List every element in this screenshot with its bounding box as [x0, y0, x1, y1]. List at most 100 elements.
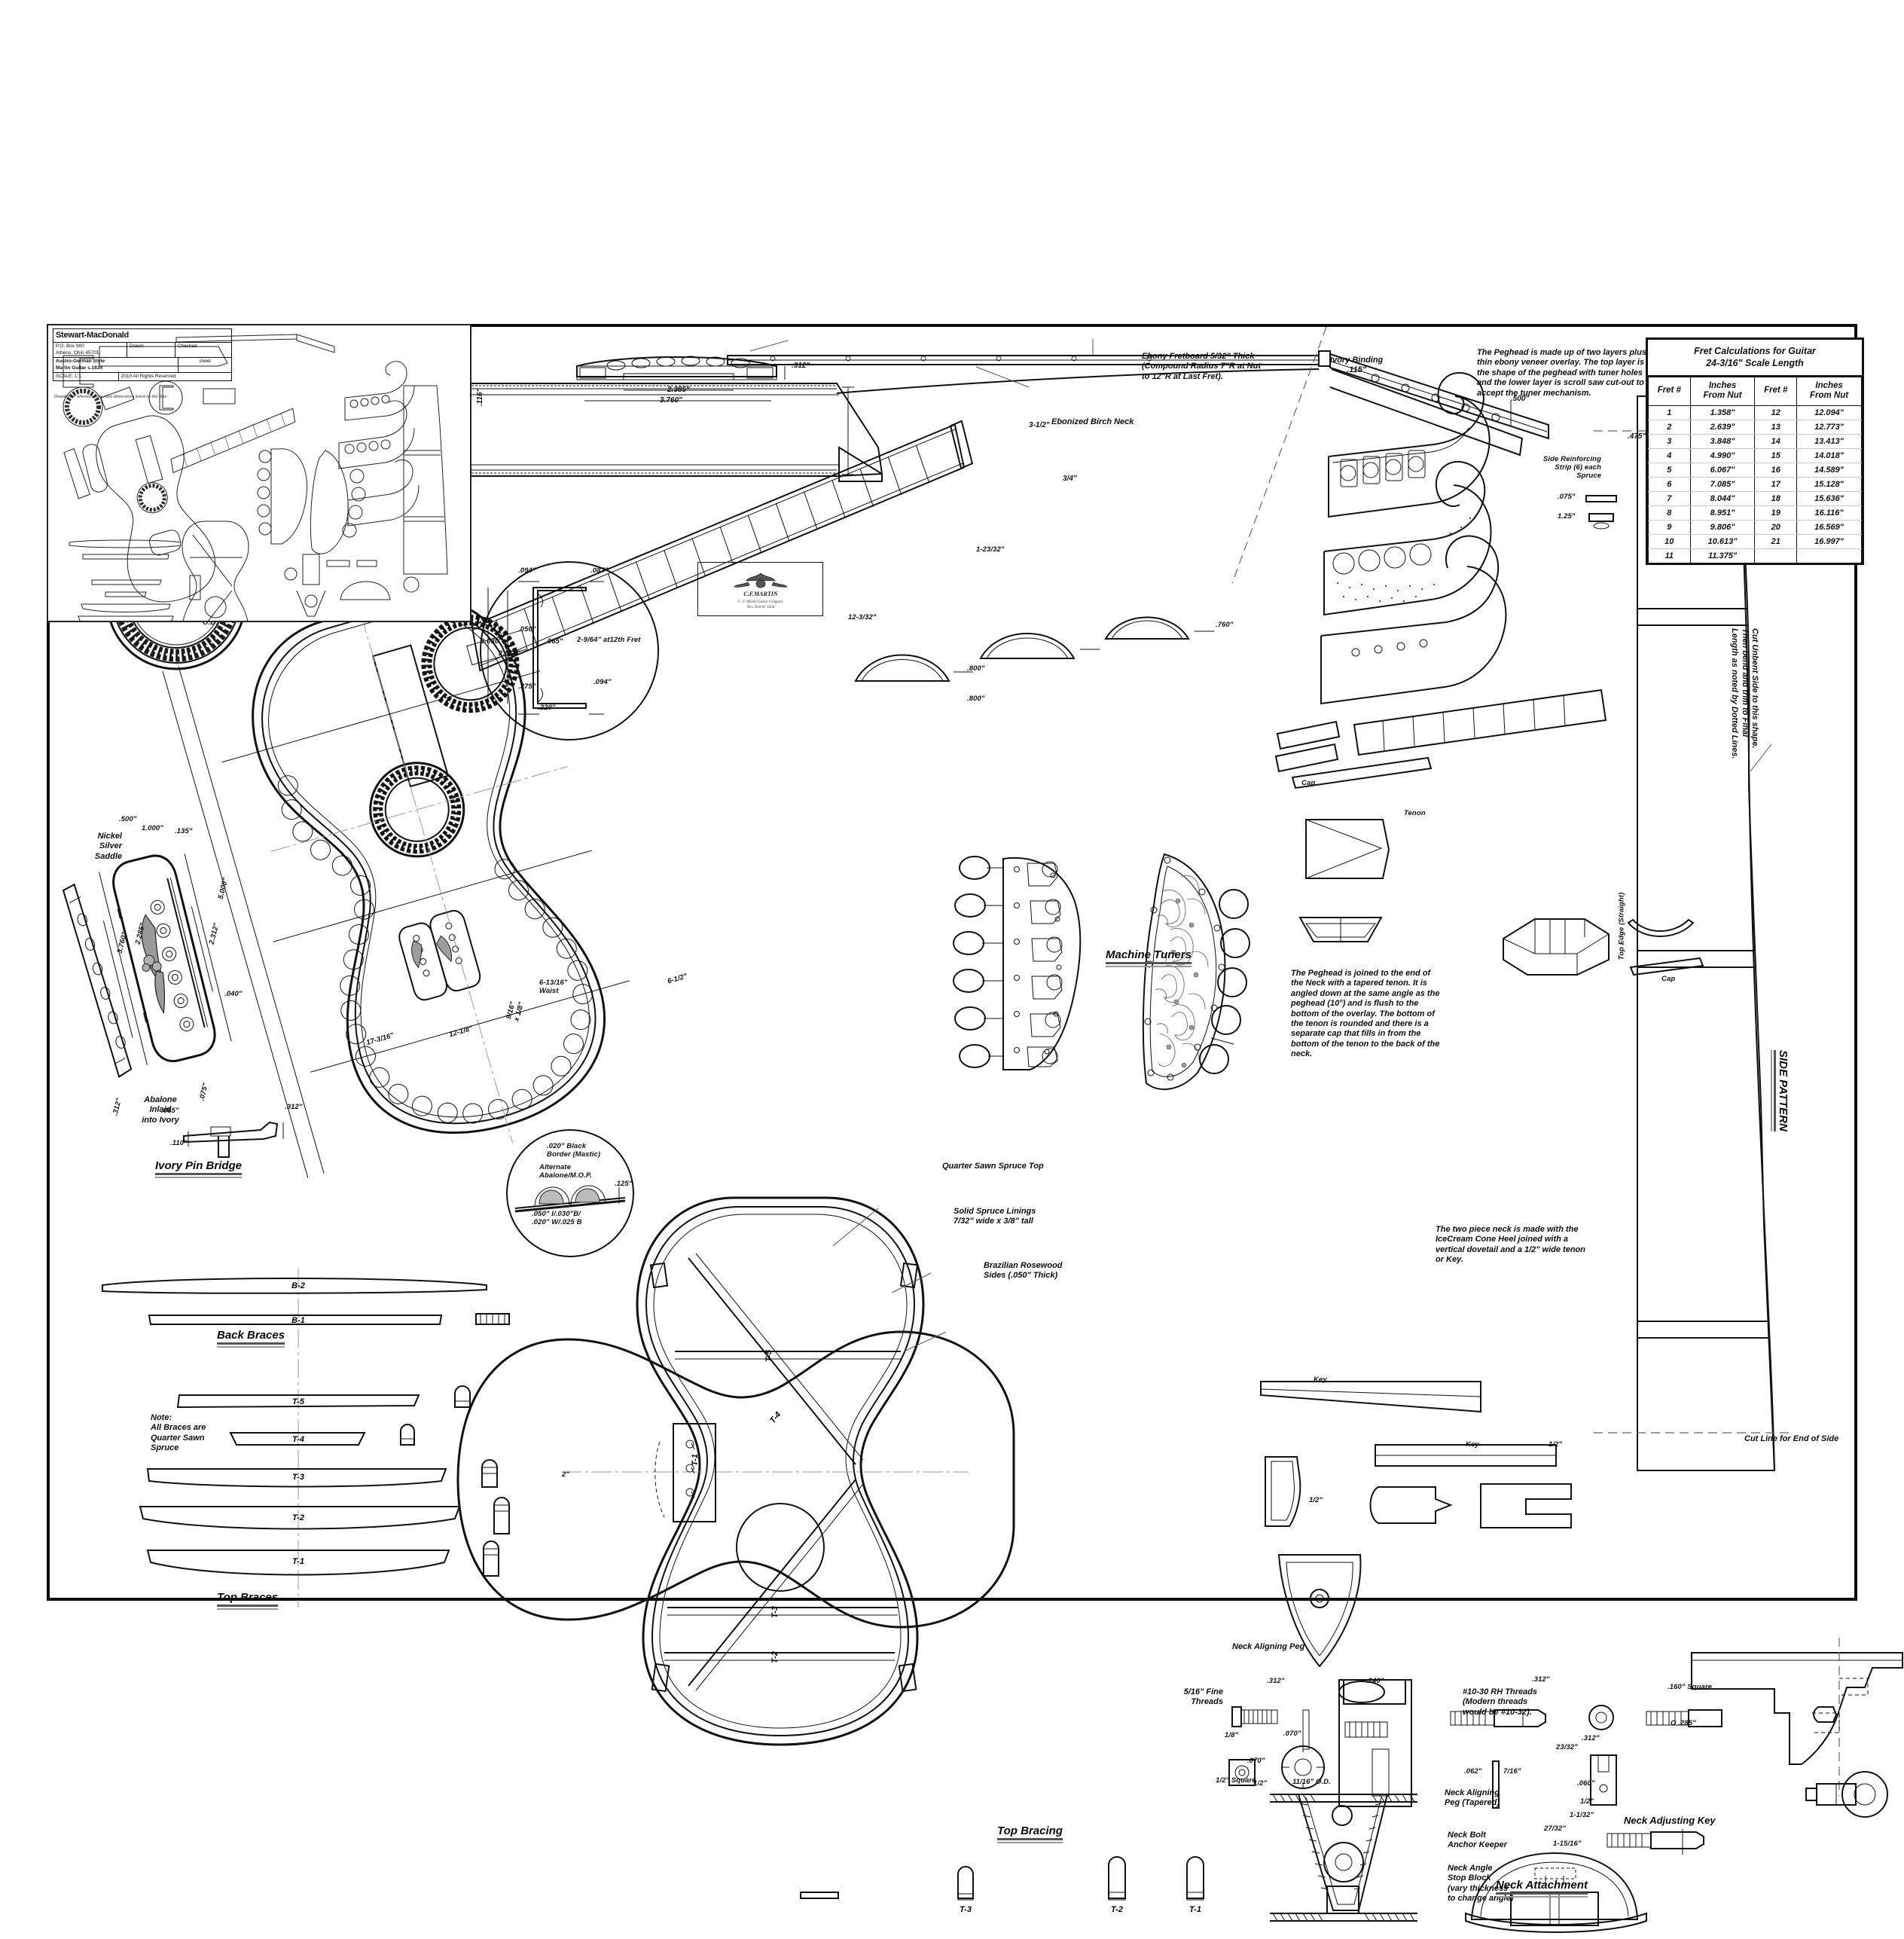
fret-table-cell-1: 6.067" — [1689, 463, 1756, 478]
fret-table-cell-1: 2.639" — [1689, 420, 1756, 435]
annotation-neck-aligning-peg: Neck Aligning Peg — [1232, 1642, 1305, 1651]
svg-text:T-2: T-2 — [770, 1651, 780, 1663]
title-block-checked: Checked — [177, 343, 197, 349]
machine-tuners-plan — [953, 853, 1250, 1091]
dim-087: .087" — [590, 566, 609, 575]
dim-bridge-110: .110" — [170, 1139, 188, 1147]
label-cap-1: Cap — [1301, 779, 1316, 787]
fret-table-cell-0: 3 — [1648, 434, 1691, 449]
fret-table-cell-0: 9 — [1648, 520, 1691, 535]
annotation-alternate-abalone: Alternate Abalone/M.O.P. — [539, 1163, 592, 1180]
fret-table-cell-1: 8.951" — [1689, 505, 1756, 521]
annotation-neck-angle-stop-block: Neck Angle Stop Block (vary thickness to… — [1448, 1864, 1514, 1904]
svg-text:B-1: B-1 — [291, 1316, 305, 1325]
annotation-brazilian-rosewood-sides: Brazilian Rosewood Sides (.050" Thick) — [984, 1261, 1063, 1281]
fret-table-cell-3: 16.997" — [1796, 534, 1862, 549]
neck-hardware-details — [1228, 1638, 1903, 1855]
peghead-scroll-shapes — [1320, 371, 1507, 705]
fret-calculations-table: Fret Calculations for Guitar 24-3/16" Sc… — [1646, 337, 1864, 565]
brace-stub-flat — [800, 1892, 839, 1899]
title-block-scale: SCALE: 1:1 — [53, 372, 119, 381]
annotation-quarter-sawn-spruce-top: Quarter Sawn Spruce Top — [942, 1162, 1044, 1171]
caption-side-pattern: SIDE PATTERN — [1771, 1050, 1790, 1131]
svg-text:New York N° 1234: New York N° 1234 — [746, 606, 774, 609]
fret-table-cell-3: 15.636" — [1796, 491, 1862, 506]
fret-table-cell-2: 19 — [1754, 505, 1798, 521]
dim-key-half-inch: 1/2" — [1549, 1440, 1563, 1449]
ivory-pin-bridge-detail — [62, 853, 232, 1078]
annotation-neck-bolt-anchor-keeper: Neck Bolt Anchor Keeper — [1448, 1831, 1507, 1850]
fret-table-cell-0: 10 — [1648, 534, 1691, 549]
annotation-peghead-construction: The Peghead is made up of two layers plu… — [1477, 348, 1654, 398]
fret-table-cell-2: 14 — [1754, 434, 1798, 449]
ice-cream-cone-heel-part — [1277, 1554, 1362, 1668]
fret-table-cell-2: 20 — [1754, 520, 1798, 535]
annotation-tenon-joint: The Peghead is joined to the end of the … — [1291, 969, 1440, 1059]
title-block-footer-note: Drawing for reference only. Use dimensio… — [54, 395, 168, 399]
scale-mark-left: 2" — [562, 1470, 569, 1479]
fret-table-cell-0: 2 — [1648, 420, 1691, 435]
svg-text:T-1: T-1 — [691, 1454, 700, 1466]
fret-table-cell-0: 8 — [1648, 505, 1691, 521]
nut-detail-view — [576, 356, 786, 402]
fret-table-cell-3: 14.018" — [1796, 448, 1862, 463]
side-pattern-view — [1594, 388, 1794, 1471]
dim-nh-half-wide: 1/2" — [1580, 1797, 1594, 1806]
fret-table-cell-2: 12 — [1754, 405, 1798, 420]
title-block-company: Stewart-MacDonald — [53, 329, 231, 343]
dim-600: .500" — [1511, 395, 1530, 403]
brace-stock-profiles: B-2 B-1 T-5 T-4 T-3 T-2 T-1 — [102, 1269, 510, 1608]
annotation-cut-line-bottom: Cut Line for End of Side — [1744, 1434, 1839, 1443]
fret-table-cell-0: 1 — [1648, 405, 1691, 420]
small-strip-part — [1629, 957, 1704, 976]
guitar-body-plan-view — [162, 585, 630, 1178]
dim-nh-1-15-16: 1-15/16" — [1553, 1840, 1582, 1848]
label-cap-2: Cap — [1661, 975, 1676, 983]
annotation-abalone-inlaid: Abalone Inlaid into Ivory — [142, 1095, 179, 1125]
annotation-nickel-silver-saddle: Nickel Silver Saddle — [94, 832, 122, 861]
dim-bridge-135: .135" — [175, 827, 193, 835]
fret-table-cell-3 — [1796, 548, 1862, 563]
annotation-rh-threads: #10-30 RH Threads (Modern threads would … — [1463, 1687, 1538, 1717]
top-bracing-plan-view: T-5 T-4 T-3 T-2 T-1 — [456, 1196, 1015, 1746]
dim-nh-o285: O .285" — [1671, 1719, 1696, 1727]
dim-12-332: 12-3/32" — [848, 613, 877, 621]
annotation-two-piece-neck: The two piece neck is made with the IceC… — [1436, 1225, 1585, 1265]
dim-nh-1-8: 1/8" — [1225, 1731, 1239, 1739]
label-key-2: Key — [1466, 1440, 1479, 1449]
fret-table-cell-2: 17 — [1754, 477, 1798, 492]
svg-text:C.F.MARTIN: C.F.MARTIN — [743, 591, 778, 597]
dim-nh-060: .060" — [1577, 1779, 1595, 1788]
dim-bridge-040: .040" — [224, 990, 243, 998]
purfling-detail-circle — [506, 1129, 634, 1257]
dim-220: .220" — [538, 704, 556, 712]
fret-table-cell-3: 12.773" — [1796, 420, 1862, 435]
dim-nh-23-32: 23/32" — [1556, 1743, 1578, 1751]
caption-back-braces: Back Braces — [217, 1329, 285, 1348]
title-block-drawn: Drawn — [127, 342, 175, 358]
svg-text:T-2: T-2 — [1111, 1905, 1123, 1914]
inset-miniature-drawing — [63, 334, 448, 621]
bridge-side-elevation — [183, 1121, 284, 1158]
fret-table-cell-1: 9.806" — [1689, 520, 1756, 535]
fret-table-cell-3: 15.128" — [1796, 477, 1862, 492]
annotation-ebonized-birch-neck: Ebonized Birch Neck — [1051, 417, 1134, 426]
fret-table-cell-2: 15 — [1754, 448, 1798, 463]
svg-text:C. F. Martin Guitar Company: C. F. Martin Guitar Company — [738, 600, 783, 604]
dim-bridge-1000: 1.000" — [142, 824, 163, 832]
annotation-neck-aligning-peg-tapered: Neck Aligning Peg (Tapered) — [1445, 1788, 1500, 1808]
fret-table-cell-3: 16.569" — [1796, 520, 1862, 535]
dim-heel-half-inch: 1/2" — [1309, 1496, 1323, 1504]
fret-table-cell-0: 7 — [1648, 491, 1691, 506]
